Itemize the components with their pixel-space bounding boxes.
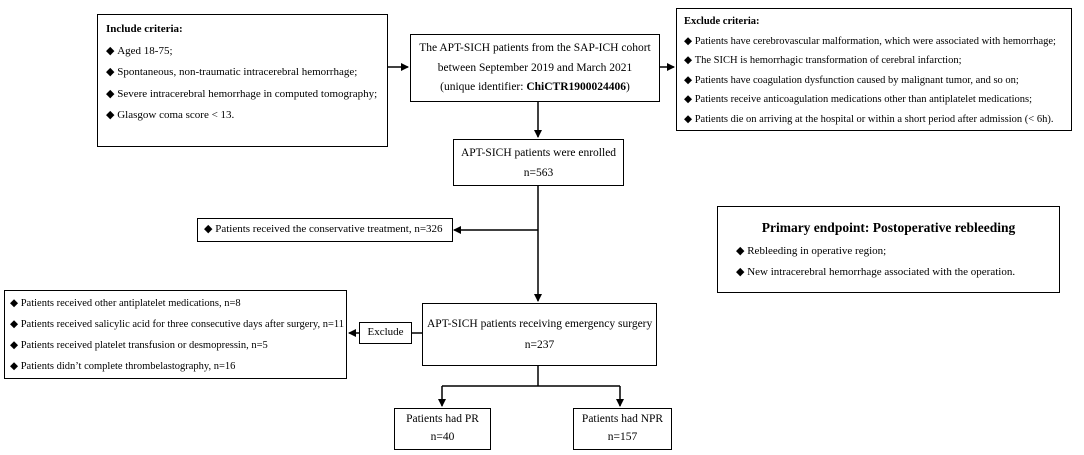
npr-group-count: n=157 bbox=[607, 431, 638, 443]
pr-group-count: n=40 bbox=[430, 431, 455, 443]
npr-group-box: Patients had NPR n=157 bbox=[573, 408, 672, 450]
cohort-line-2: between September 2019 and March 2021 bbox=[437, 61, 633, 74]
enrolled-box: APT-SICH patients were enrolled n=563 bbox=[453, 139, 624, 186]
cohort-box: The APT-SICH patients from the SAP-ICH c… bbox=[410, 34, 660, 102]
trial-identifier: ChiCTR1900024406 bbox=[526, 81, 627, 93]
exclude-criteria-item: The SICH is hemorrhagic transformation o… bbox=[684, 51, 1064, 71]
exclude-criteria-item: Patients have coagulation dysfunction ca… bbox=[684, 71, 1064, 91]
exclude-label: Exclude bbox=[367, 326, 404, 338]
include-criteria-item: Glasgow coma score < 13. bbox=[106, 105, 379, 127]
emergency-surgery-label: APT-SICH patients receiving emergency su… bbox=[427, 318, 653, 330]
enrolled-label: APT-SICH patients were enrolled bbox=[460, 147, 617, 159]
include-criteria-title: Include criteria: bbox=[106, 23, 183, 35]
enrolled-count: n=563 bbox=[523, 167, 554, 179]
exclude-criteria-item: Patients receive anticoagulation medicat… bbox=[684, 90, 1064, 110]
primary-endpoint-item: Rebleeding in operative region; bbox=[736, 241, 1041, 262]
exclude-criteria-title: Exclude criteria: bbox=[684, 16, 760, 27]
cohort-line-1: The APT-SICH patients from the SAP-ICH c… bbox=[419, 42, 651, 54]
exclude-label-box: Exclude bbox=[359, 322, 412, 344]
npr-group-label: Patients had NPR bbox=[581, 413, 664, 425]
primary-endpoint-item: New intracerebral hemorrhage associated … bbox=[736, 262, 1041, 283]
excluded-patients-item: Patients received salicylic acid for thr… bbox=[10, 314, 344, 335]
emergency-surgery-count: n=237 bbox=[524, 339, 555, 351]
include-criteria-item: Spontaneous, non-traumatic intracerebral… bbox=[106, 62, 379, 84]
cohort-line-3: (unique identifier: ChiCTR1900024406) bbox=[440, 81, 630, 93]
include-criteria-item: Aged 18-75; bbox=[106, 41, 379, 63]
pr-group-label: Patients had PR bbox=[406, 413, 479, 425]
primary-endpoint-title: Primary endpoint: Postoperative rebleedi… bbox=[761, 220, 1016, 235]
exclude-criteria-item: Patients die on arriving at the hospital… bbox=[684, 110, 1064, 130]
excluded-patients-box: Patients received other antiplatelet med… bbox=[4, 290, 347, 379]
emergency-surgery-box: APT-SICH patients receiving emergency su… bbox=[422, 303, 657, 366]
conservative-treatment-box: Patients received the conservative treat… bbox=[197, 218, 453, 242]
exclude-criteria-item: Patients have cerebrovascular malformati… bbox=[684, 32, 1064, 52]
conservative-treatment-text: Patients received the conservative treat… bbox=[204, 219, 446, 240]
primary-endpoint-box: Primary endpoint: Postoperative rebleedi… bbox=[717, 206, 1060, 293]
excluded-patients-item: Patients received other antiplatelet med… bbox=[10, 293, 341, 314]
excluded-patients-item: Patients didn’t complete thrombelastogra… bbox=[10, 356, 341, 377]
pr-group-box: Patients had PR n=40 bbox=[394, 408, 491, 450]
excluded-patients-item: Patients received platelet transfusion o… bbox=[10, 335, 341, 356]
exclude-criteria-box: Exclude criteria: Patients have cerebrov… bbox=[676, 8, 1072, 131]
include-criteria-box: Include criteria: Aged 18-75; Spontaneou… bbox=[97, 14, 388, 147]
include-criteria-item: Severe intracerebral hemorrhage in compu… bbox=[106, 84, 379, 106]
